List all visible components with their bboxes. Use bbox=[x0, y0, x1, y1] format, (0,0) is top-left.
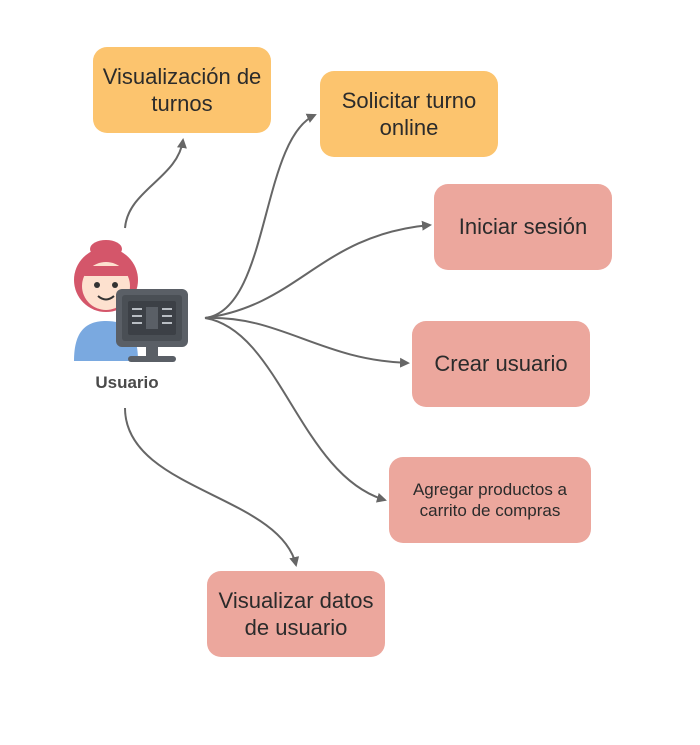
actor-label: Usuario bbox=[95, 373, 159, 392]
arrow-to-agregar-productos bbox=[204, 317, 387, 503]
use-case-crear-usuario: Crear usuario bbox=[412, 321, 590, 407]
arrow-to-visualizacion-turnos bbox=[124, 138, 187, 229]
use-case-label: Crear usuario bbox=[434, 351, 568, 377]
use-case-solicitar-turno: Solicitar turno online bbox=[320, 71, 498, 157]
use-case-iniciar-sesion: Iniciar sesión bbox=[434, 184, 612, 270]
arrow-to-crear-usuario bbox=[204, 316, 410, 368]
use-case-label: Agregar productos a carrito de compras bbox=[412, 479, 568, 520]
arrow-to-visualizar-datos bbox=[124, 407, 300, 567]
use-case-visualizacion-turnos: Visualización de turnos bbox=[93, 47, 271, 133]
use-case-label: Visualizar datos de usuario bbox=[218, 587, 374, 641]
use-case-label: Solicitar turno online bbox=[341, 87, 477, 141]
user-at-computer-icon bbox=[74, 240, 188, 362]
arrow-to-iniciar-sesion bbox=[204, 220, 432, 319]
use-case-visualizar-datos: Visualizar datos de usuario bbox=[207, 571, 385, 657]
use-case-label: Visualización de turnos bbox=[102, 63, 262, 117]
arrow-to-solicitar-turno bbox=[204, 113, 317, 319]
use-case-agregar-productos: Agregar productos a carrito de compras bbox=[389, 457, 591, 543]
use-case-label: Iniciar sesión bbox=[458, 214, 588, 240]
